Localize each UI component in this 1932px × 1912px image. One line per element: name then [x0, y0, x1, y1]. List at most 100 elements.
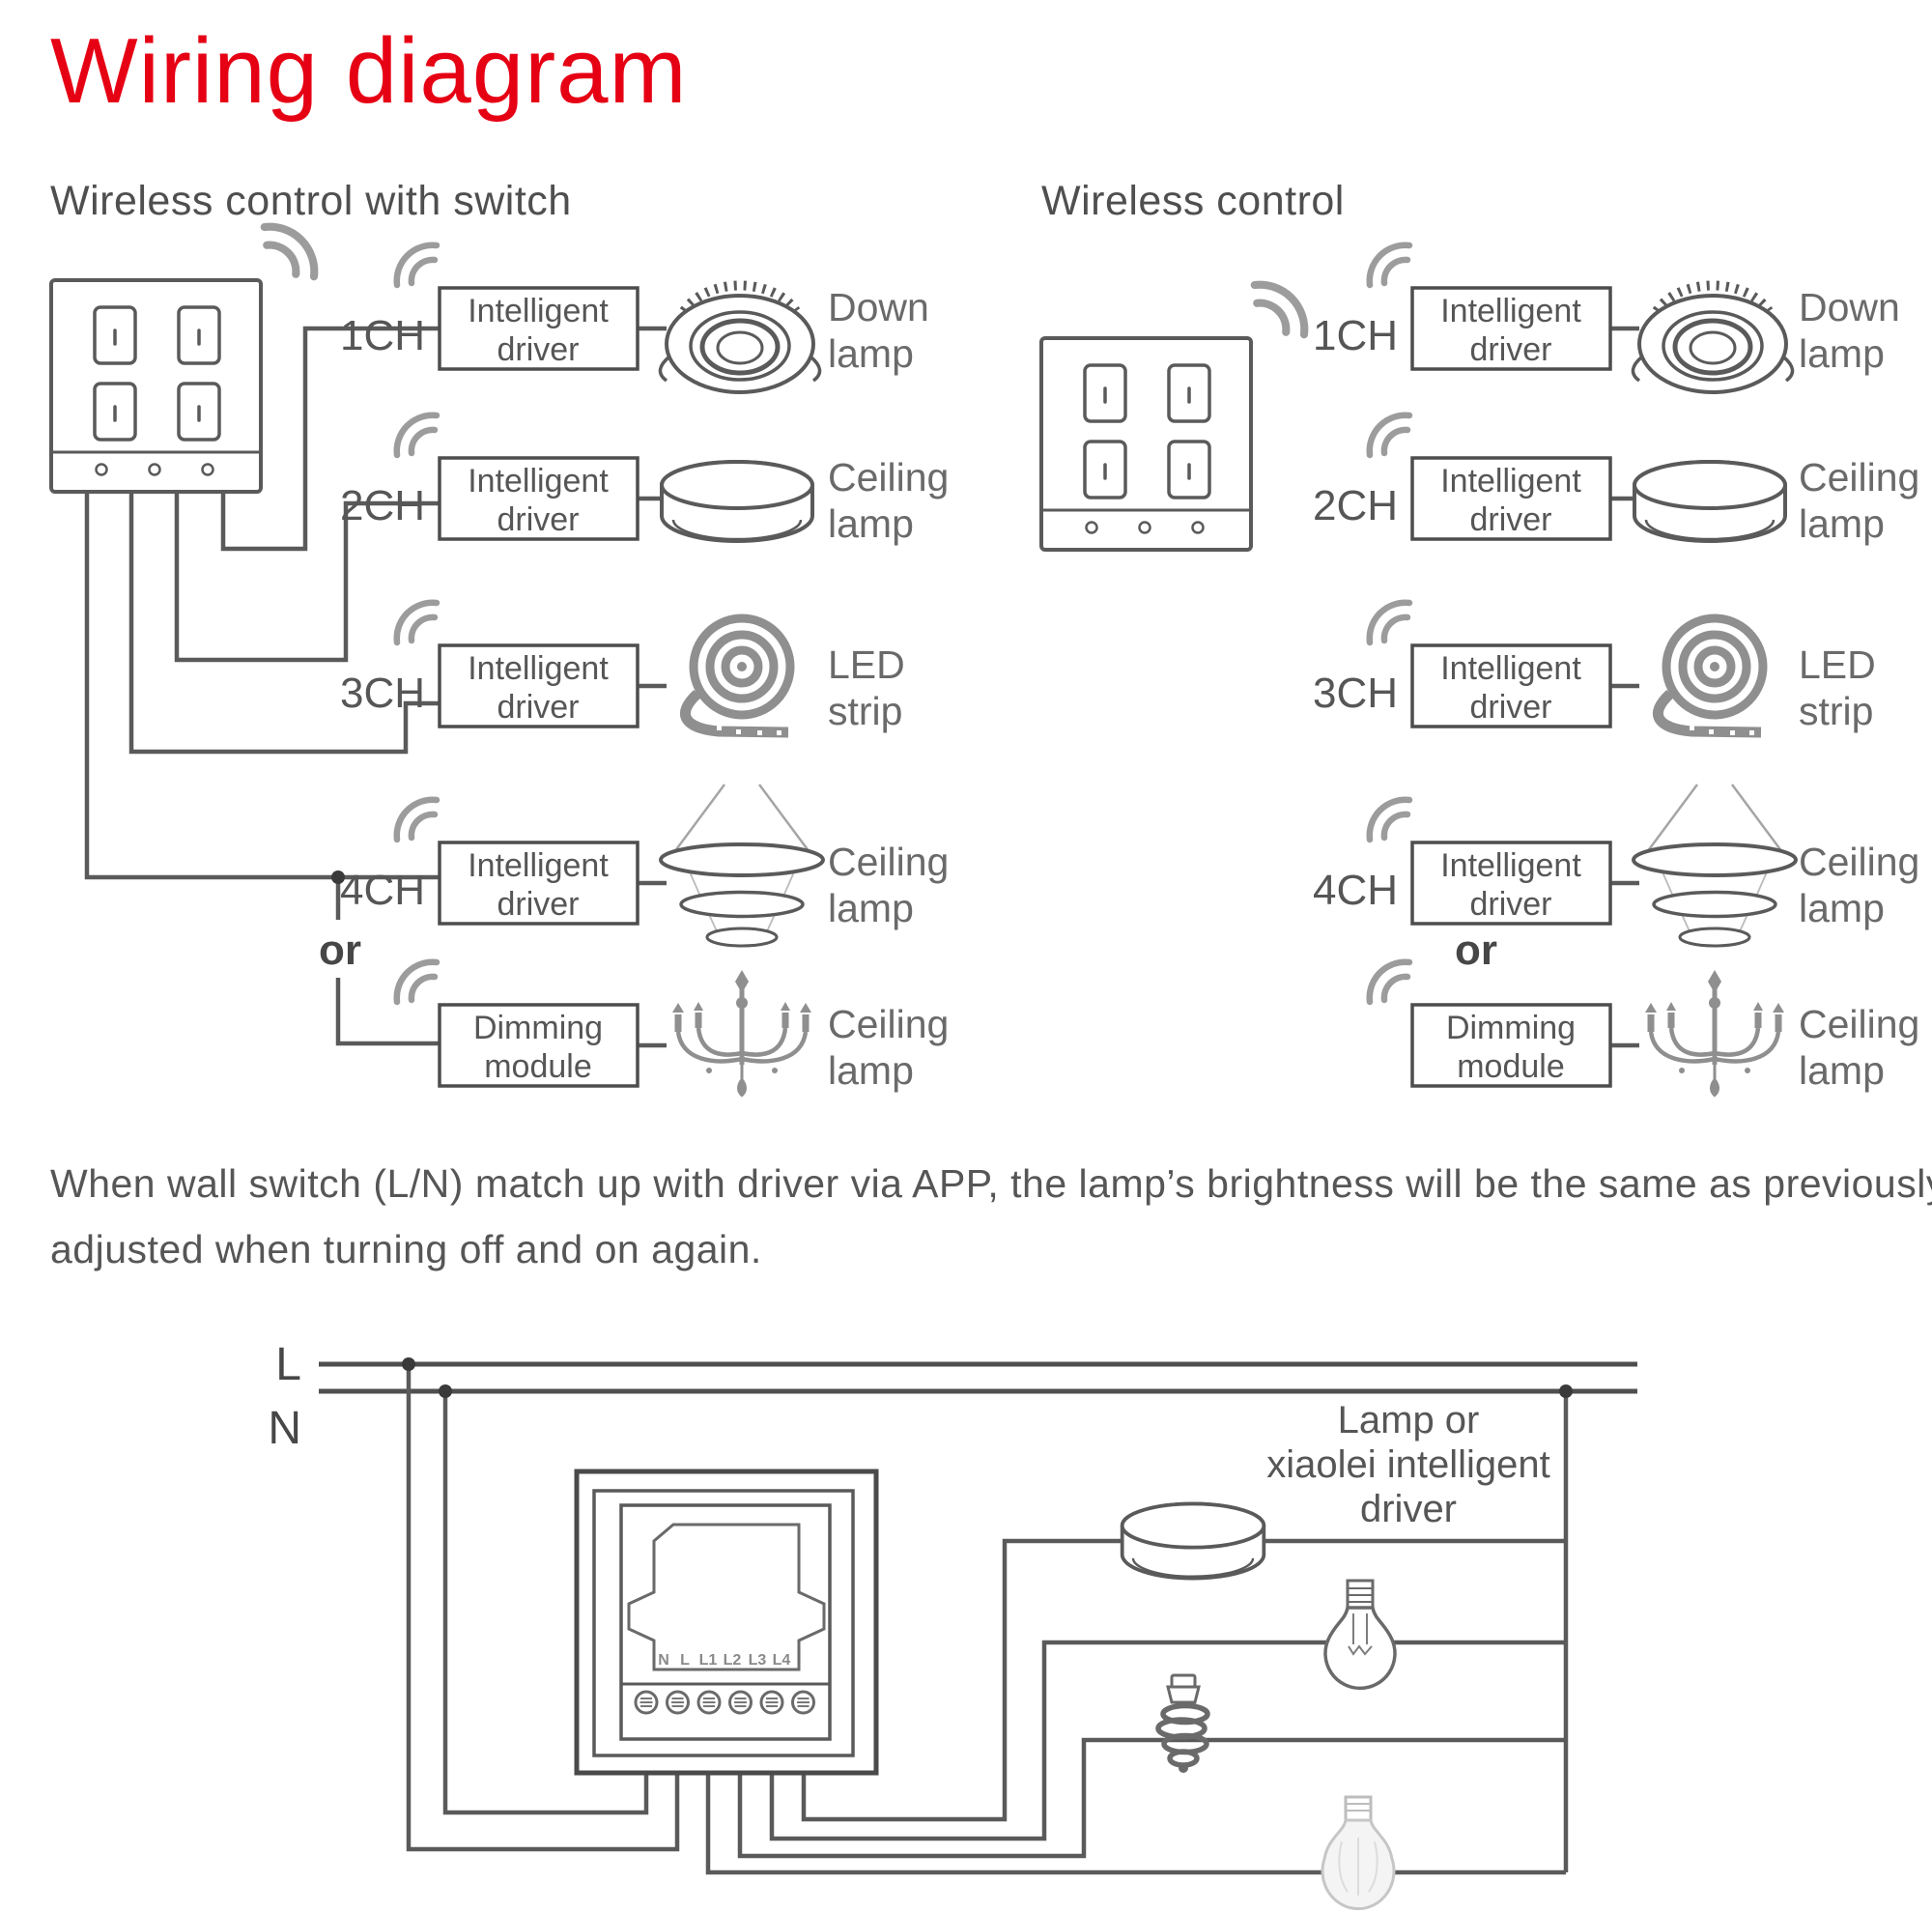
led-strip-icon [685, 618, 790, 735]
dimming-module-box [438, 1003, 639, 1088]
wifi-signal-icon [265, 227, 315, 277]
dimmer-module-unit: N L L1 L2 L3 L4 [574, 1469, 879, 1776]
load-note-line: xiaolei intelligent [1266, 1443, 1550, 1486]
screw-terminal-icon [696, 1690, 722, 1715]
or-label: or [1455, 927, 1497, 974]
chandelier-icon [672, 970, 811, 1097]
intelligent-driver-box [1410, 841, 1612, 926]
terminal-label: L2 [724, 1652, 742, 1669]
lamp-label: Ceiling [1799, 840, 1919, 884]
lamp-label: strip [1799, 689, 1873, 733]
wifi-signal-icon [397, 245, 437, 285]
down-lamp-icon [660, 285, 819, 392]
note-line: adjusted when turning off and on again. [50, 1227, 762, 1271]
supply-lines [319, 1361, 1637, 1394]
live-line-label: L [275, 1339, 301, 1390]
incandescent-bulb-icon [1323, 1579, 1397, 1691]
driver-box-label: driver [497, 886, 579, 923]
led-bulb-icon [1321, 1795, 1396, 1911]
lamp-label: LED [828, 642, 905, 687]
dimming-module-box [1410, 1003, 1612, 1088]
page-title: Wiring diagram [50, 19, 688, 123]
wifi-signal-icon [1370, 415, 1409, 455]
wifi-signal-icon [1370, 962, 1409, 1002]
note-paragraph: When wall switch (L/N) match up with dri… [50, 1161, 1932, 1271]
screw-terminal-icon [634, 1690, 659, 1715]
left-row-4ch: 4CH Intelligent driver Ceiling lamp [340, 783, 949, 948]
wall-switch-icon [49, 278, 263, 494]
right-stub-wires [1610, 326, 1639, 1048]
driver-box-label: driver [1469, 886, 1551, 923]
terminal-label: L1 [699, 1652, 718, 1669]
lamp-label: lamp [828, 501, 914, 546]
wifi-signal-icon [1370, 800, 1409, 840]
relay-body [627, 1523, 826, 1671]
down-lamp-icon [1633, 285, 1792, 392]
ceiling-lamp-icon [1120, 1501, 1266, 1581]
lamp-label: Ceiling [1799, 1002, 1919, 1046]
left-row-1ch: 1CH Intelligent driver Down lamp [340, 245, 929, 392]
left-column: 1CH Intelligent driver Down lamp 2CH Int… [49, 227, 949, 1097]
left-wires [84, 326, 667, 1048]
wifi-signal-icon [397, 800, 437, 840]
terminal-label: N [658, 1652, 669, 1669]
terminal-label: L4 [773, 1652, 791, 1669]
intelligent-driver-box [438, 286, 639, 371]
neutral-line-label: N [268, 1403, 301, 1454]
intelligent-driver-box [438, 643, 639, 728]
lamp-label: Down [1799, 285, 1900, 329]
note-line: When wall switch (L/N) match up with dri… [50, 1161, 1932, 1206]
left-row-2ch: 2CH Intelligent driver Ceiling lamp [340, 415, 949, 546]
ring-pendant-lamp-icon [659, 783, 825, 948]
wifi-signal-icon [1370, 245, 1409, 285]
driver-box-label: driver [497, 331, 579, 368]
driver-box-label: Intelligent [1440, 463, 1581, 499]
load-note-line: driver [1360, 1488, 1457, 1530]
left-section-header: Wireless control with switch [50, 178, 572, 224]
ceiling-lamp-icon [660, 460, 814, 543]
driver-box-label: Intelligent [1440, 293, 1581, 329]
wifi-signal-icon [1255, 285, 1305, 335]
lamp-label: lamp [828, 331, 914, 376]
chandelier-icon [1645, 970, 1784, 1097]
screw-terminal-icon [791, 1690, 815, 1715]
right-row-1ch: 1CH Intelligent driver Down lamp [1313, 245, 1900, 392]
lamp-label: lamp [1799, 331, 1885, 376]
dimming-box-label: Dimming [473, 1010, 603, 1046]
intelligent-driver-box [438, 841, 639, 926]
cfl-bulb-icon [1158, 1675, 1208, 1773]
right-column: 1CH Intelligent driver Down lamp 2CH Int… [1039, 245, 1919, 1097]
channel-label: 2CH [340, 482, 425, 529]
lamp-label: lamp [1799, 886, 1885, 930]
intelligent-driver-box [1410, 456, 1612, 541]
driver-box-label: driver [497, 501, 579, 538]
left-row-3ch: 3CH Intelligent driver LED strip [340, 603, 905, 735]
screw-terminal-icon [759, 1690, 784, 1715]
lamp-label: Ceiling [828, 455, 949, 499]
lamp-label: Ceiling [1799, 455, 1919, 499]
wifi-signal-icon [1370, 603, 1409, 642]
lamp-label: Ceiling [828, 1002, 949, 1046]
terminal-label: L3 [749, 1652, 767, 1669]
right-row-3ch: 3CH Intelligent driver LED strip [1313, 603, 1876, 735]
load-note: Lamp or xiaolei intelligent driver [1266, 1399, 1550, 1530]
junction-dot [402, 1357, 415, 1371]
driver-box-label: Intelligent [468, 847, 609, 884]
wifi-signal-icon [397, 962, 437, 1002]
load-note-line: Lamp or [1338, 1399, 1480, 1441]
channel-label: 3CH [1313, 670, 1398, 717]
intelligent-driver-box [1410, 643, 1612, 728]
intelligent-driver-box [438, 456, 639, 541]
lamp-label: LED [1799, 642, 1876, 687]
lamp-label: Down [828, 285, 929, 329]
channel-label: 1CH [1313, 312, 1398, 359]
channel-label: 4CH [340, 867, 425, 914]
driver-box-label: Intelligent [1440, 847, 1581, 884]
channel-label: 2CH [1313, 482, 1398, 529]
junction-dot [439, 1384, 452, 1398]
terminal-labels: N L L1 L2 L3 L4 [658, 1652, 790, 1669]
driver-box-label: Intelligent [468, 463, 609, 499]
lamp-label: lamp [828, 1048, 914, 1093]
screw-terminal-icon [728, 1690, 753, 1715]
